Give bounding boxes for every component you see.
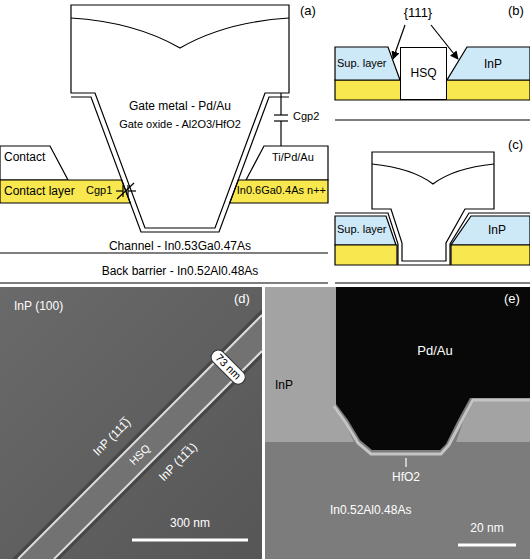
device-cross-section [0, 5, 328, 283]
panel-rule [335, 119, 530, 120]
material-label: Gate oxide - Al2O3/HfO2 [119, 118, 241, 131]
leader-line [405, 458, 406, 467]
material-label: In0.6Ga0.4As n++ [237, 184, 326, 197]
facet-label: InP (11̅1) [156, 440, 200, 484]
sem-micrograph [0, 287, 262, 559]
contact-layer-band [451, 245, 530, 265]
material-label: Contact layer [4, 184, 75, 198]
scale-label: 300 nm [170, 516, 210, 530]
layer-label: Back barrier - In0.52Al0.48As [102, 264, 259, 278]
inp-region [456, 400, 530, 442]
panel-rule [335, 282, 530, 283]
scale-bar [132, 539, 248, 542]
layer-label: Channel - In0.53Ga0.47As [109, 239, 251, 253]
material-label: Gate metal - Pd/Au [129, 99, 231, 113]
contact-metal [0, 146, 68, 180]
dimension-label: 73 nm [208, 347, 249, 388]
facet-edge [18, 315, 262, 559]
sem-background [0, 287, 262, 559]
tem-micrograph [265, 287, 530, 559]
material-label: InP [488, 223, 506, 237]
material-label: InP [484, 57, 502, 71]
facet-label: InP (111̅) [90, 415, 134, 459]
contact-layer-band [230, 180, 328, 203]
material-label: HSQ [127, 442, 153, 468]
material-label: HfO2 [392, 470, 420, 484]
hfo2-layer [334, 400, 530, 454]
inp-layer [451, 216, 530, 245]
capacitor-symbol [274, 93, 288, 146]
back-barrier-band: Back barrier - In0.52Al0.48As [98, 261, 263, 279]
material-label: Contact [4, 150, 45, 164]
sem-image: InP (100) InP (111̅)HSQInP (11̅1) 73 nm 300… [0, 287, 262, 559]
panel-letter: (d) [234, 291, 250, 307]
panel-letter: (c) [508, 137, 523, 153]
tem-background [265, 287, 530, 559]
tem-image: InP Pd/AuHfO2In0.52Al0.48As 20 nm [265, 287, 530, 559]
contact-metal [246, 146, 328, 180]
contact-layer-band [335, 245, 397, 265]
material-label: In0.52Al0.48As [330, 503, 411, 517]
material-label: Pd/Au [417, 343, 452, 359]
scale-bar [458, 544, 516, 547]
scale-label: 20 nm [470, 521, 503, 535]
panel-letter: (a) [300, 3, 316, 19]
hsq-box: HSQ [400, 47, 447, 100]
contact-layer-band [0, 180, 130, 203]
material-label: Ti/Pd/Au [272, 151, 314, 164]
capacitor-symbol [116, 183, 136, 199]
inp-layer [447, 47, 530, 80]
facet-label: {111} [404, 5, 432, 21]
capacitance-label: Cgp1 [86, 184, 112, 197]
gate-metal [372, 152, 494, 261]
material-label: InP (100) [14, 299, 63, 313]
material-label: HSQ [410, 66, 436, 80]
panel-letter: (b) [508, 3, 524, 19]
panel-letter: (e) [504, 291, 520, 307]
process-step-c [335, 152, 530, 283]
layer-line [0, 282, 328, 283]
channel-band: Channel - In0.53Ga0.47As [105, 236, 255, 254]
process-step-b [335, 25, 530, 120]
gate-dip [372, 164, 494, 184]
material-label: Sup. layer [337, 223, 387, 236]
facet-edge [54, 351, 262, 559]
gate-dip [71, 18, 289, 48]
sup-layer [335, 216, 396, 245]
sup-layer [335, 47, 400, 80]
capacitance-label: Cgp2 [293, 110, 319, 123]
material-label: Sup. layer [337, 57, 387, 70]
gate-metal [336, 287, 530, 450]
hsq-stripe [12, 309, 262, 559]
hsq-stripe [18, 315, 262, 559]
gate-oxide [71, 97, 289, 232]
gate-oxide [335, 213, 530, 265]
material-label: InP [275, 378, 293, 392]
